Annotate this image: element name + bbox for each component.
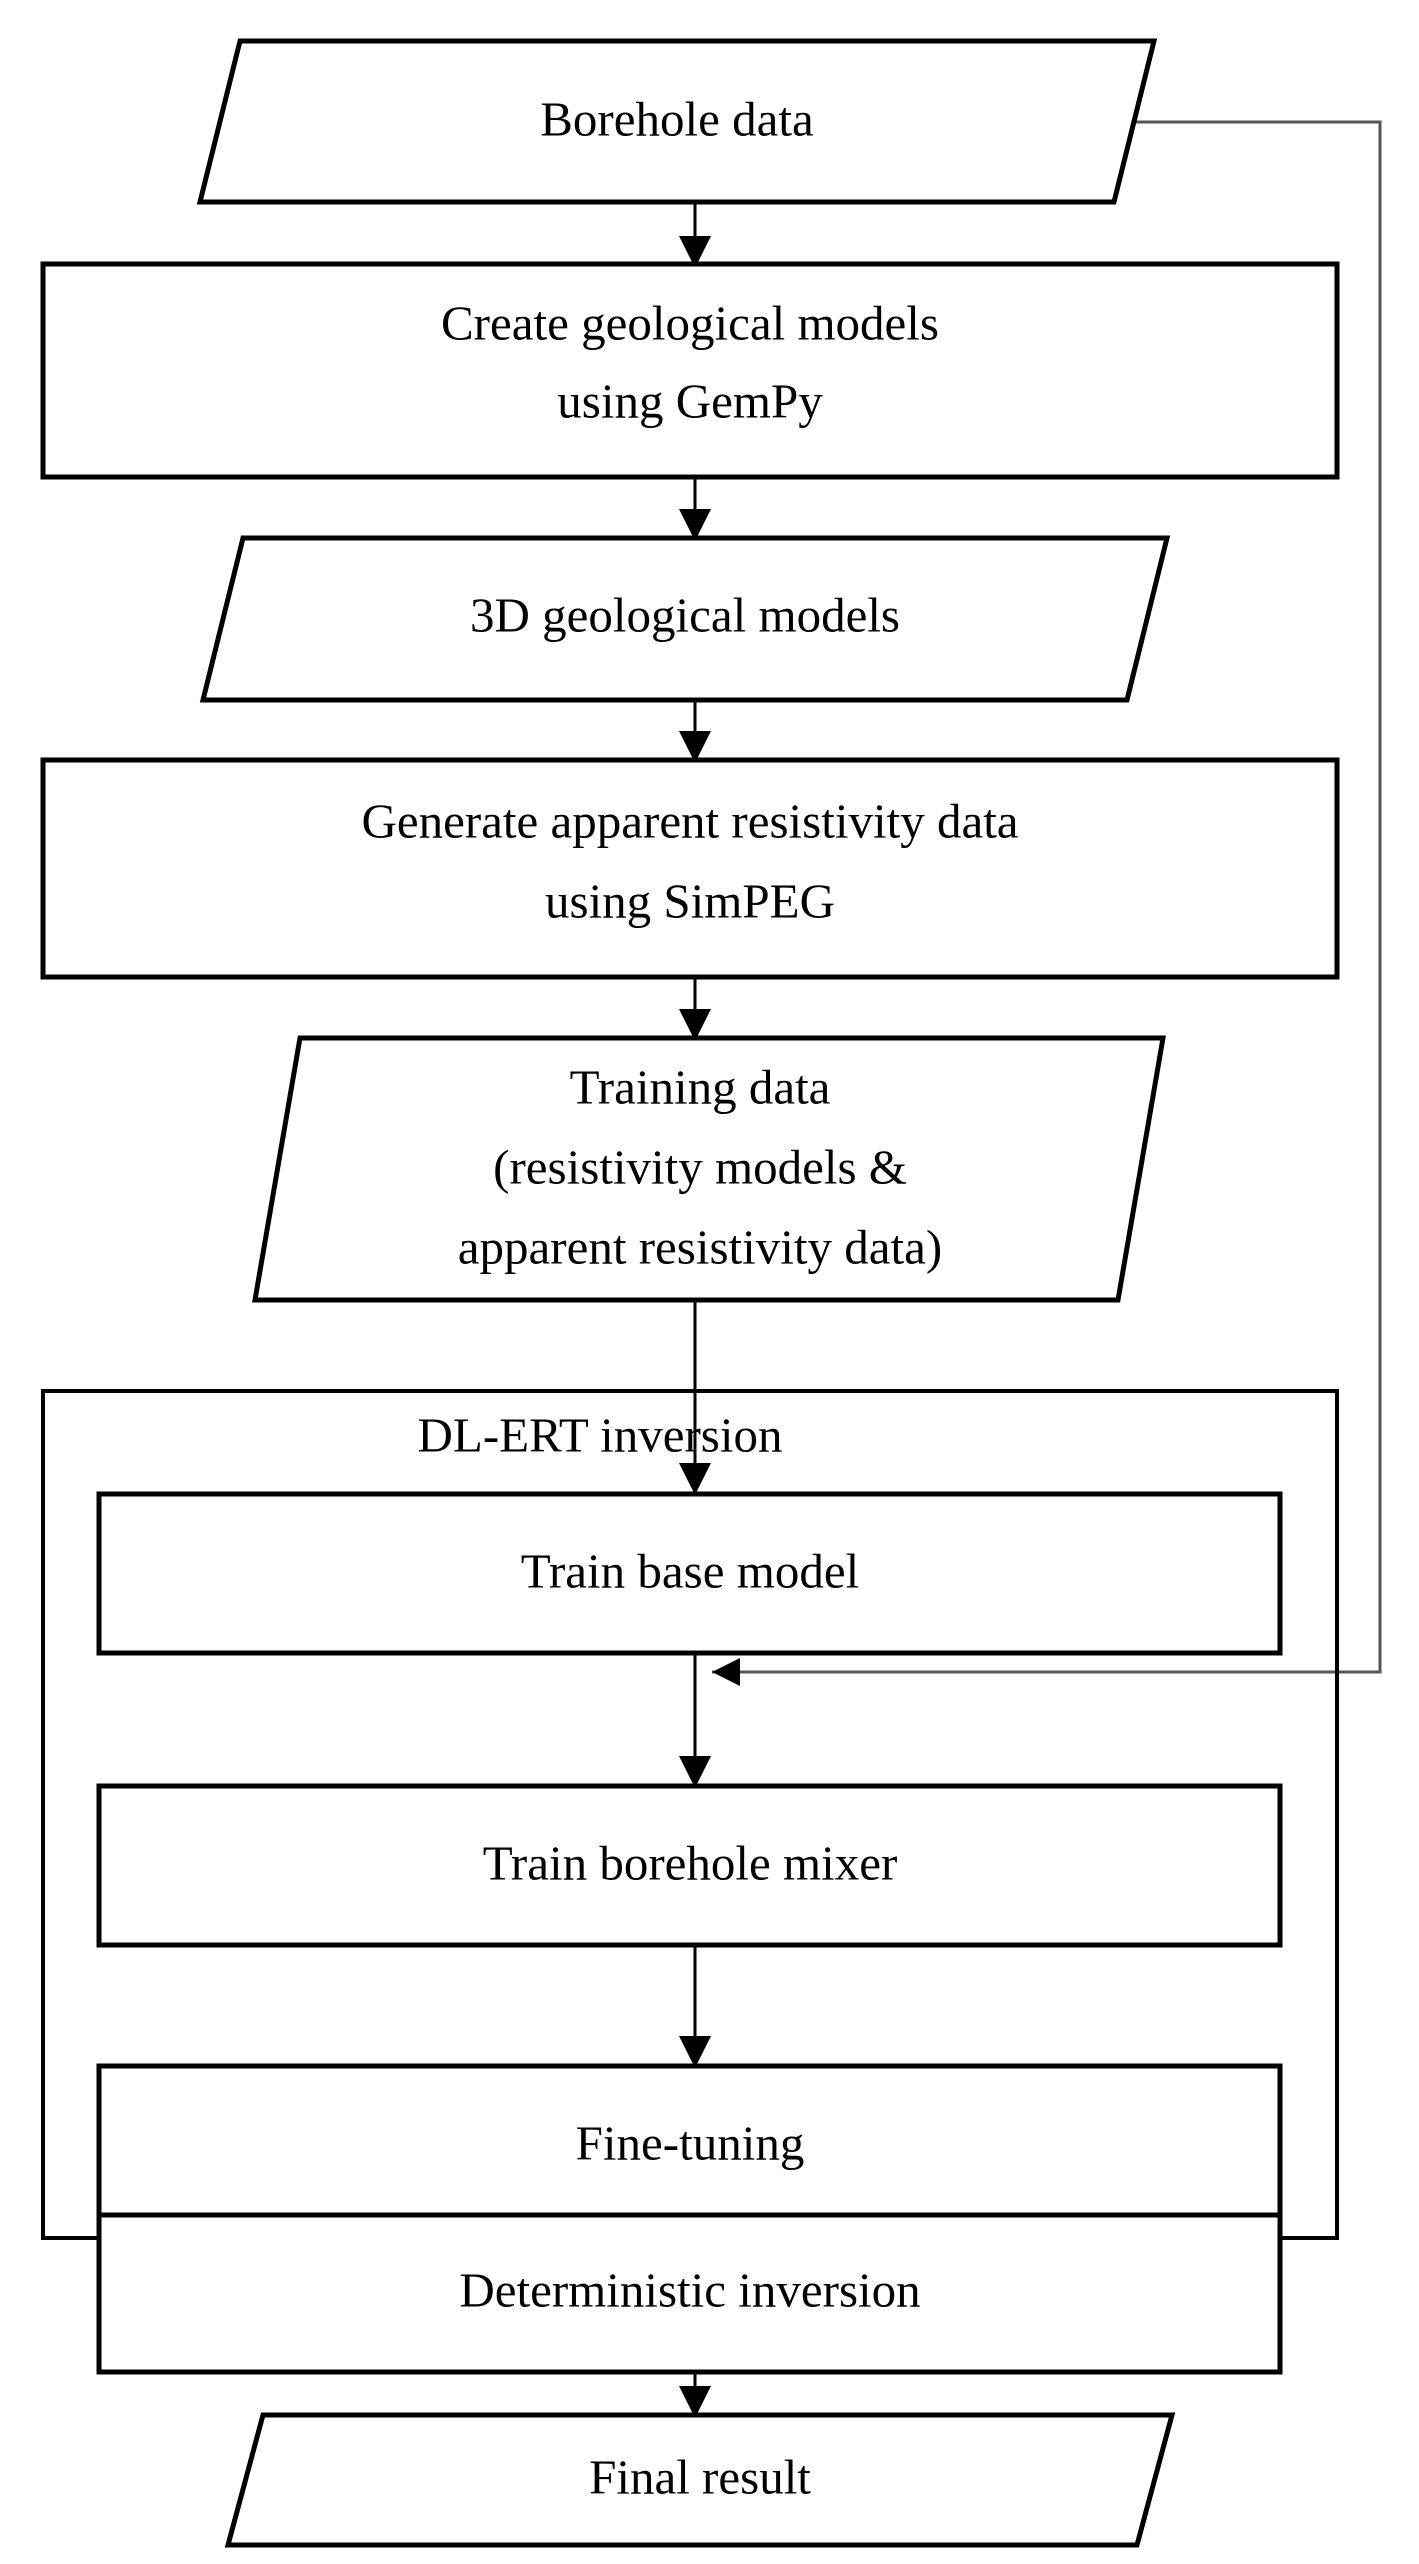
node-generate-apparent-resistivity-label-line2: using SimPEG: [545, 873, 835, 928]
node-final-result[interactable]: Final result: [224, 2412, 1176, 2548]
node-deterministic-inversion-label: Deterministic inversion: [459, 2262, 920, 2317]
edge-3dmodels-to-generate: [679, 700, 711, 763]
node-generate-apparent-resistivity-label-line1: Generate apparent resistivity data: [361, 793, 1018, 848]
node-dl-ert-inversion-label: DL-ERT inversion: [418, 1407, 783, 1462]
edge-generate-to-training: [679, 977, 711, 1041]
node-create-geological-models[interactable]: Create geological models using GemPy: [40, 261, 1340, 480]
node-generate-apparent-resistivity[interactable]: Generate apparent resistivity data using…: [40, 757, 1340, 980]
node-training-data-label-line3: apparent resistivity data): [458, 1219, 942, 1274]
node-final-result-label: Final result: [589, 2449, 811, 2504]
node-train-base-model-label: Train base model: [521, 1543, 859, 1598]
node-train-borehole-mixer-label: Train borehole mixer: [483, 1835, 898, 1890]
node-training-data[interactable]: Training data (resistivity models & appa…: [252, 1035, 1166, 1303]
edge-basemodel-to-mixer: [679, 1653, 711, 1788]
node-train-base-model[interactable]: Train base model: [96, 1491, 1283, 1656]
edge-create-to-3dmodels: [679, 477, 711, 541]
node-3d-geological-models-label: 3D geological models: [470, 587, 900, 642]
node-fine-tuning-label: Fine-tuning: [576, 2115, 805, 2170]
node-training-data-label-line1: Training data: [570, 1059, 831, 1114]
edge-borehole-to-mixer-feedback: [712, 120, 1382, 1686]
node-borehole-data[interactable]: Borehole data: [196, 38, 1158, 205]
edge-mixer-to-finetuning: [679, 1945, 711, 2068]
edge-training-to-basemodel: [679, 1300, 711, 1495]
node-fine-tuning[interactable]: Fine-tuning: [96, 2063, 1283, 2228]
node-3d-geological-models[interactable]: 3D geological models: [199, 535, 1171, 703]
node-create-geological-models-label-line2: using GemPy: [557, 373, 823, 428]
node-deterministic-inversion[interactable]: Deterministic inversion: [96, 2212, 1283, 2375]
node-training-data-label-line2: (resistivity models &: [493, 1139, 907, 1194]
edge-deterministic-to-final: [679, 2372, 711, 2418]
edge-borehole-to-create: [679, 202, 711, 268]
node-create-geological-models-label-line1: Create geological models: [441, 295, 939, 350]
node-borehole-data-label: Borehole data: [540, 91, 814, 146]
node-train-borehole-mixer[interactable]: Train borehole mixer: [96, 1783, 1283, 1948]
